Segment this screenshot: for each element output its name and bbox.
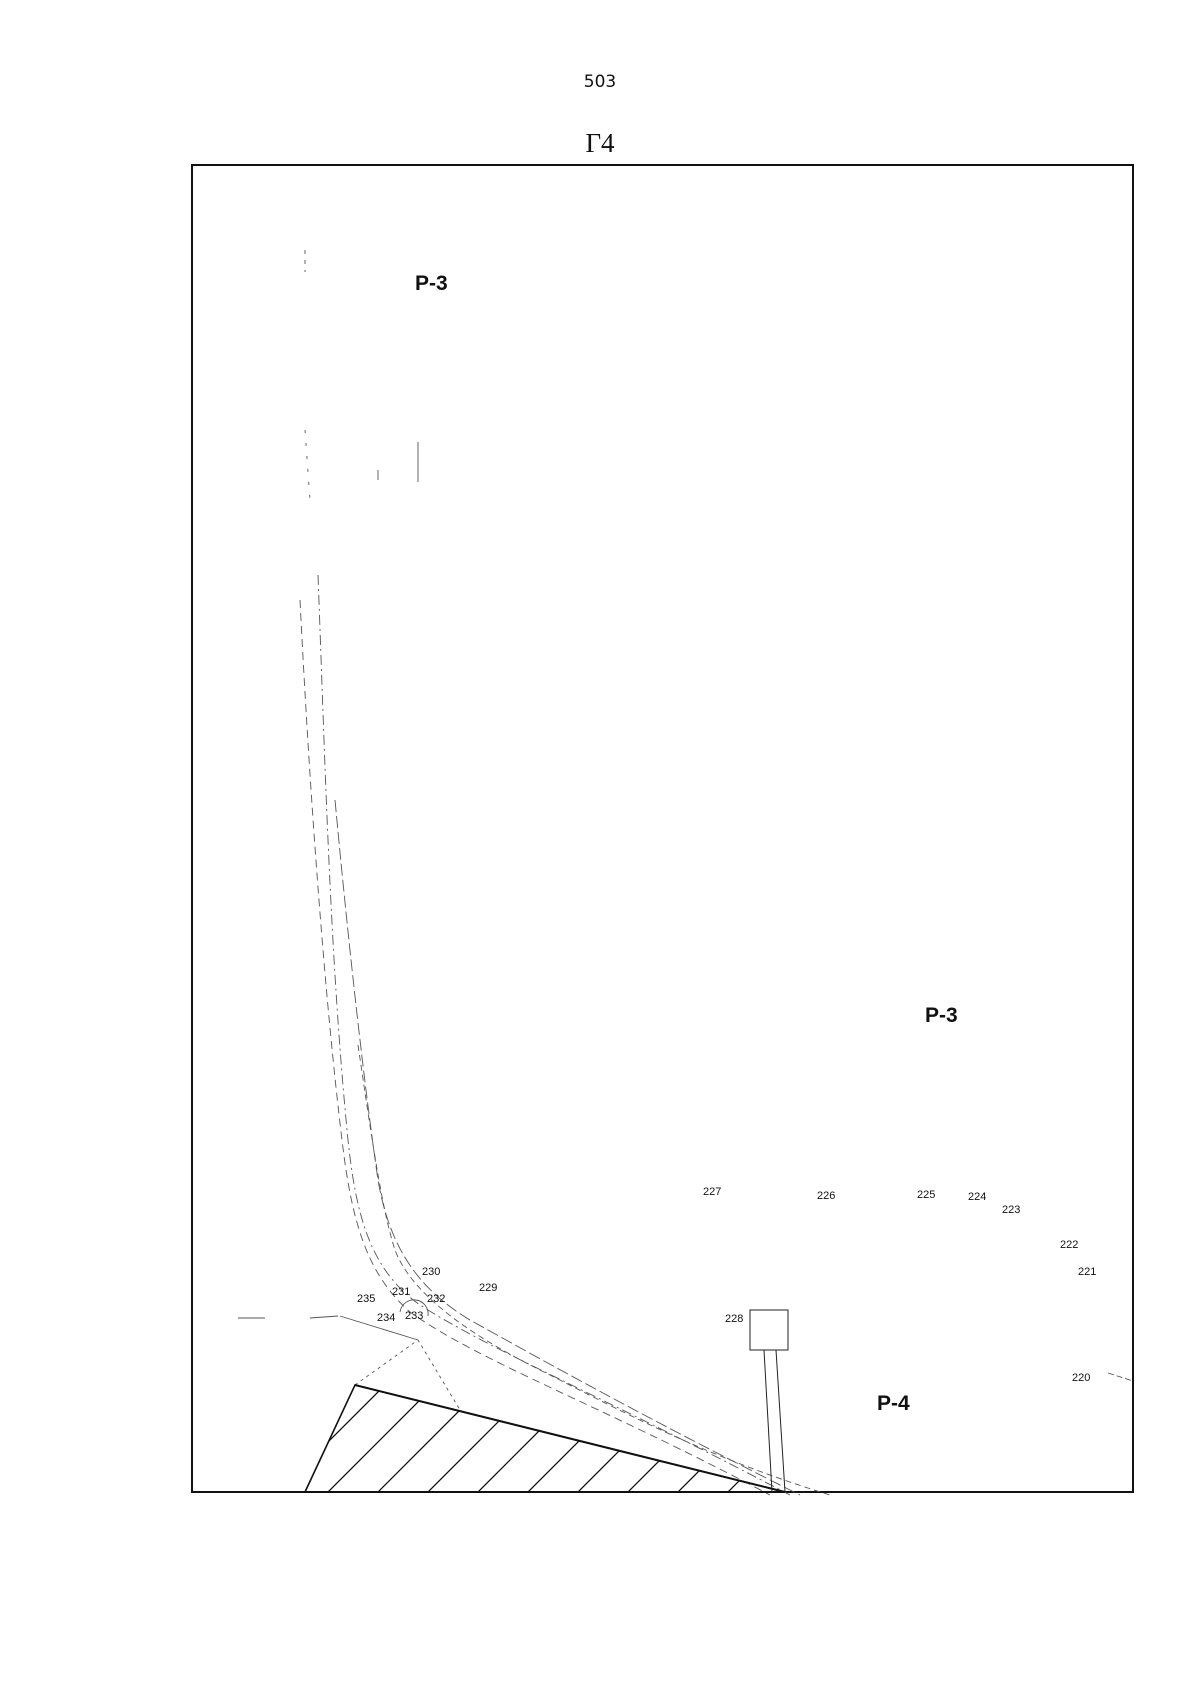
point-label-227: 227 [703, 1186, 721, 1198]
point-label-222: 222 [1060, 1239, 1078, 1251]
zone-label-p3-east: Р-3 [925, 1004, 958, 1027]
point-label-223: 223 [1002, 1204, 1020, 1216]
point-label-234: 234 [377, 1312, 395, 1324]
hatched-area [303, 1384, 786, 1493]
zone-label-p4: Р-4 [877, 1392, 910, 1415]
point-label-232: 232 [427, 1293, 445, 1305]
sheet-title: Г4 [585, 128, 615, 158]
point-label-226: 226 [817, 1190, 835, 1202]
point-label-228: 228 [725, 1313, 743, 1325]
page-number: 503 [583, 72, 617, 92]
map-frame [191, 164, 1134, 1493]
point-label-221: 221 [1078, 1266, 1096, 1278]
point-label-224: 224 [968, 1191, 986, 1203]
point-label-230: 230 [422, 1266, 440, 1278]
point-label-233: 233 [405, 1310, 423, 1322]
point-label-225: 225 [917, 1189, 935, 1201]
structure-228 [749, 1309, 789, 1493]
point-label-231: 231 [392, 1286, 410, 1298]
zone-label-p3-north: Р-3 [415, 272, 448, 295]
point-label-235: 235 [357, 1293, 375, 1305]
point-label-220: 220 [1072, 1372, 1090, 1384]
point-label-229: 229 [479, 1282, 497, 1294]
road-lines [238, 250, 1134, 1496]
